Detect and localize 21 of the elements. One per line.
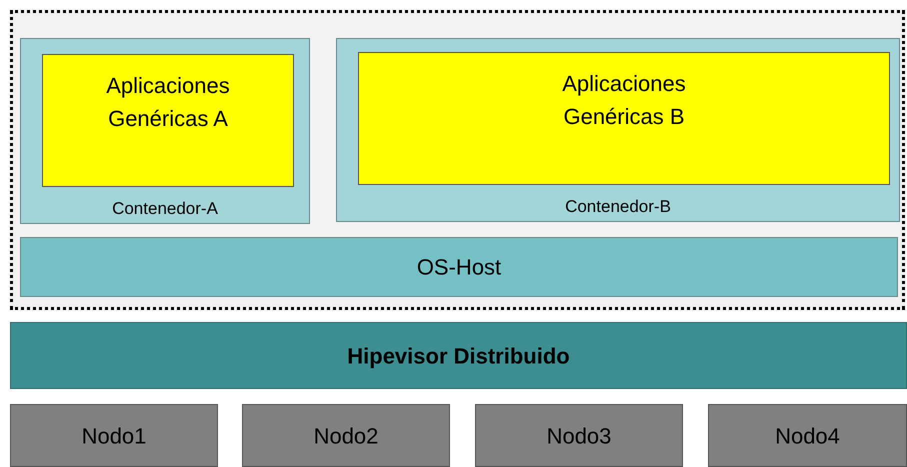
layer-label: Aplicaciones Genéricas B bbox=[561, 70, 687, 131]
node-box bbox=[10, 404, 218, 467]
layer-label: OS-Host bbox=[416, 254, 502, 282]
container-panel bbox=[336, 38, 900, 222]
node-box bbox=[242, 404, 450, 467]
layer-label: Nodo3 bbox=[546, 422, 612, 450]
application-box bbox=[42, 54, 294, 187]
application-box bbox=[358, 52, 890, 185]
container-label: Contenedor-A bbox=[112, 198, 218, 220]
container-panel bbox=[20, 38, 310, 224]
layer-label: Aplicaciones Genéricas A bbox=[105, 72, 231, 133]
host-frame bbox=[10, 10, 905, 310]
node-box bbox=[475, 404, 683, 467]
os-layer-bar bbox=[20, 237, 898, 297]
layer-label: Hipevisor Distribuido bbox=[347, 342, 570, 370]
hypervisor-bar bbox=[10, 322, 907, 389]
layer-label: Nodo4 bbox=[775, 422, 840, 450]
node-box bbox=[708, 404, 907, 467]
layer-label: Nodo1 bbox=[82, 422, 146, 450]
layer-label: Nodo2 bbox=[314, 422, 378, 450]
container-label: Contenedor-B bbox=[565, 196, 671, 218]
